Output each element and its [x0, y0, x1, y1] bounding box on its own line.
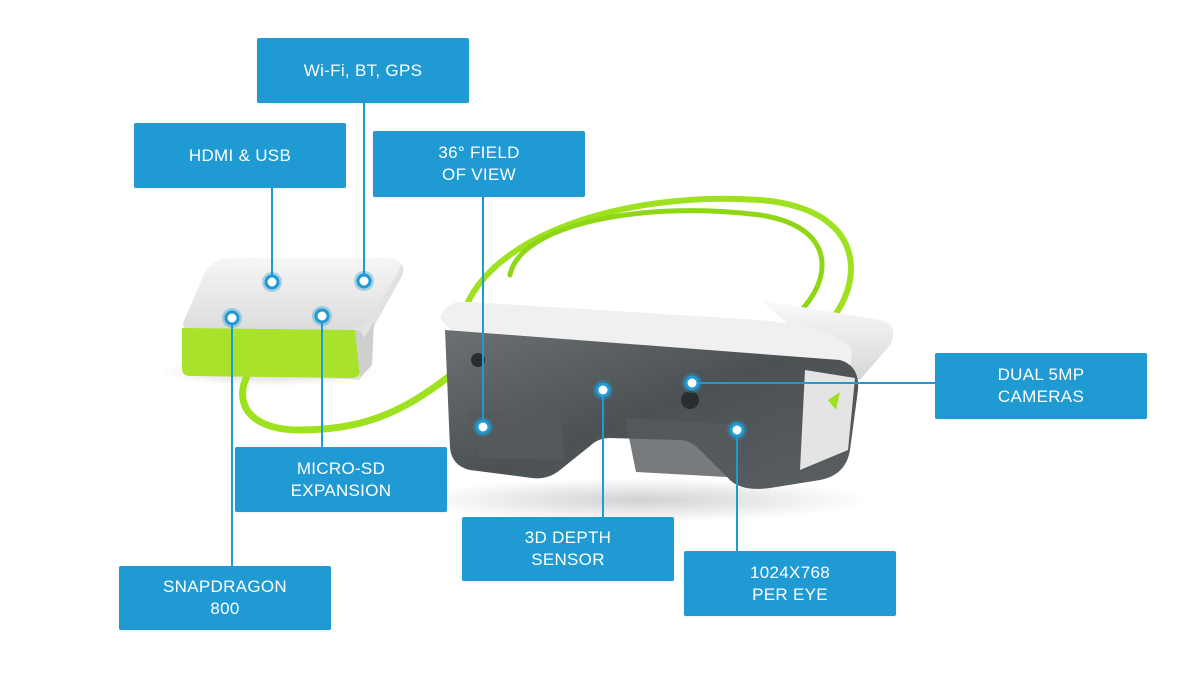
connector-lines	[231, 103, 935, 566]
callout-resolution-text: 1024X768 PER EYE	[750, 562, 830, 604]
callout-cameras: DUAL 5MP CAMERAS	[935, 353, 1147, 419]
callout-resolution: 1024X768 PER EYE	[684, 551, 896, 616]
marker-fov	[473, 417, 493, 437]
marker-wifi	[354, 271, 374, 291]
callout-fov-text: 36° FIELD OF VIEW	[438, 143, 520, 184]
marker-hdmi	[262, 272, 282, 292]
callout-hdmi: HDMI & USB	[134, 123, 346, 188]
callout-cameras-text: DUAL 5MP CAMERAS	[997, 365, 1085, 406]
headband-cable	[457, 195, 854, 333]
callout-hdmi-text: HDMI & USB	[188, 145, 292, 165]
callout-microsd: MICRO-SD EXPANSION	[235, 447, 447, 512]
marker-cameras	[682, 373, 702, 393]
connection-cable	[239, 348, 474, 434]
callout-microsd-text: MICRO-SD EXPANSION	[290, 458, 392, 500]
markers	[222, 271, 747, 440]
callout-snapdragon-text: SNAPDRAGON 800	[163, 577, 287, 618]
callout-depth-text: 3D DEPTH SENSOR	[524, 528, 612, 569]
marker-snapdragon	[222, 308, 242, 328]
smart-glasses	[440, 300, 894, 489]
marker-resolution	[727, 420, 747, 440]
marker-depth	[593, 380, 613, 400]
headband-cable-inner	[507, 208, 825, 323]
callout-fov: 36° FIELD OF VIEW	[373, 131, 585, 197]
marker-microsd	[312, 306, 332, 326]
callout-wifi-text: Wi-Fi, BT, GPS	[303, 60, 423, 80]
callout-wifi: Wi-Fi, BT, GPS	[257, 38, 469, 103]
glasses-shadow	[410, 478, 870, 522]
callout-depth: 3D DEPTH SENSOR	[462, 517, 674, 581]
callout-snapdragon: SNAPDRAGON 800	[119, 566, 331, 630]
compute-box	[182, 258, 404, 380]
